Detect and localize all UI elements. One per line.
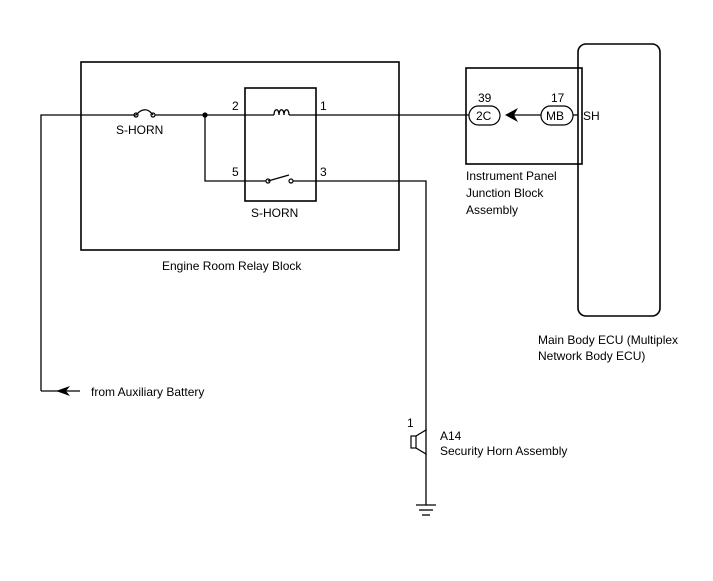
- branch-wire: [204, 115, 245, 182]
- connector-arrow: [505, 108, 518, 122]
- ecu-terminal-label: SH: [583, 109, 600, 123]
- battery-label: from Auxiliary Battery: [91, 385, 204, 399]
- relay-pin-5: 5: [232, 165, 239, 179]
- ecu-connector-label: MB: [546, 109, 564, 123]
- junction-connector-label: 2C: [476, 109, 492, 123]
- relay-box: [244, 87, 317, 202]
- horn-code: A14: [440, 429, 462, 443]
- coil-symbol: [273, 109, 290, 116]
- relay-pin-2: 2: [232, 99, 239, 113]
- ecu-caption-1: Main Body ECU (Multiplex: [538, 333, 678, 347]
- ecu-pin-17: 17: [551, 91, 565, 105]
- relay-block-caption: Engine Room Relay Block: [162, 259, 302, 273]
- junction-caption-3: Assembly: [466, 203, 518, 217]
- ground-icon: [416, 504, 436, 516]
- horn-name: Security Horn Assembly: [440, 444, 567, 458]
- ecu-outline: [577, 43, 661, 317]
- fuse-symbol: [121, 109, 154, 116]
- ecu-caption-2: Network Body ECU): [538, 349, 645, 363]
- relay-label: S-HORN: [251, 206, 298, 220]
- fuse-label: S-HORN: [116, 123, 163, 137]
- junction-block-outline: [465, 67, 583, 165]
- horn-pin-1: 1: [407, 416, 414, 430]
- battery-wire: [40, 114, 121, 391]
- relay-block-outline: [80, 61, 400, 251]
- relay-pin-3: 3: [320, 165, 327, 179]
- battery-arrow-icon: [56, 386, 70, 396]
- relay-to-horn-wire: [316, 180, 427, 431]
- horn-icon: [415, 428, 427, 456]
- horn-body: [410, 435, 417, 449]
- switch-contact: [267, 174, 290, 182]
- relay-pin-1: 1: [320, 99, 327, 113]
- connector-2c: [468, 105, 501, 126]
- junction-caption-2: Junction Block: [466, 186, 544, 200]
- junction-pin-39: 39: [478, 91, 492, 105]
- junction-caption-1: Instrument Panel: [466, 169, 557, 183]
